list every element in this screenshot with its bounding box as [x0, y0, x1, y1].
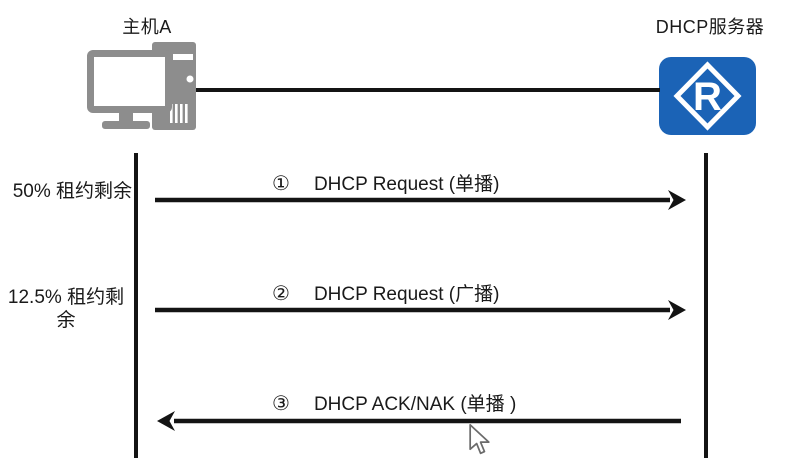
host-lifeline [134, 153, 138, 458]
message-label-1: ① DHCP Request (单播) [272, 172, 499, 197]
host-label: 主机A [122, 17, 172, 37]
message-text-2: DHCP Request (广播) [313, 284, 500, 305]
router-letter: R [693, 75, 722, 119]
desktop-computer-icon [87, 42, 196, 130]
message-text-1: DHCP Request (单播) [313, 174, 500, 195]
message-label-2: ② DHCP Request (广播) [272, 282, 499, 307]
router-icon: R [659, 57, 756, 135]
host-server-link-line [196, 88, 660, 92]
message-arrow-left-3 [157, 411, 681, 431]
lease-remaining-50-label: 50% 租约剩余 [12, 181, 132, 202]
message-arrow-right-1 [155, 190, 686, 210]
message-number-1: ① [272, 173, 290, 195]
message-label-3: ③ DHCP ACK/NAK (单播 ) [272, 392, 516, 417]
message-text-3: DHCP ACK/NAK (单播 ) [313, 394, 517, 415]
message-arrow-right-2 [155, 300, 686, 320]
message-number-3: ③ [272, 393, 290, 415]
server-label: DHCP服务器 [655, 17, 765, 37]
mouse-cursor-icon [469, 423, 490, 455]
message-number-2: ② [272, 283, 290, 305]
lease-remaining-12-label: 12.5% 租约剩 余 [7, 287, 125, 331]
server-lifeline [704, 153, 708, 458]
